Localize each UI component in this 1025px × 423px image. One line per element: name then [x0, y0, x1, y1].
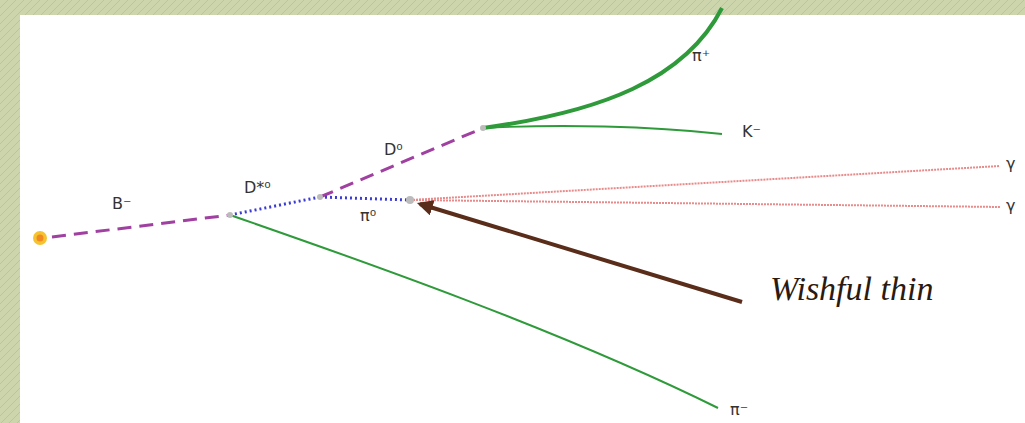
b-meson-track [52, 215, 230, 237]
particle-label: π⁻ [730, 402, 748, 418]
particle-label: B⁻ [112, 196, 131, 212]
d0-track [320, 128, 483, 197]
vertex-dot [227, 212, 233, 218]
particle-label: γ [1006, 198, 1015, 214]
collision-star [33, 231, 47, 245]
vertex-dot [406, 196, 414, 204]
pi0-track [320, 197, 410, 200]
photon-track [410, 166, 1000, 200]
particle-label: D*⁰ [244, 180, 271, 196]
particle-label: γ [1006, 156, 1015, 172]
particle-label: π⁺ [692, 48, 710, 64]
vertex-dot [480, 125, 486, 131]
particle-label: π⁰ [360, 208, 376, 224]
white-panel [20, 15, 1025, 423]
pi-plus-track [483, 8, 722, 128]
photon-track [410, 200, 1000, 207]
dstar-track [230, 197, 320, 215]
particle-label: D⁰ [384, 142, 403, 158]
particle-label: K⁻ [742, 124, 761, 140]
annotation-note: Wishful thin [770, 272, 933, 306]
collision-star-core [37, 235, 44, 242]
pointer-arrow [420, 204, 742, 302]
kaon-track [483, 126, 722, 134]
vertex-dot [317, 194, 323, 200]
pi-minus-track [230, 215, 718, 408]
